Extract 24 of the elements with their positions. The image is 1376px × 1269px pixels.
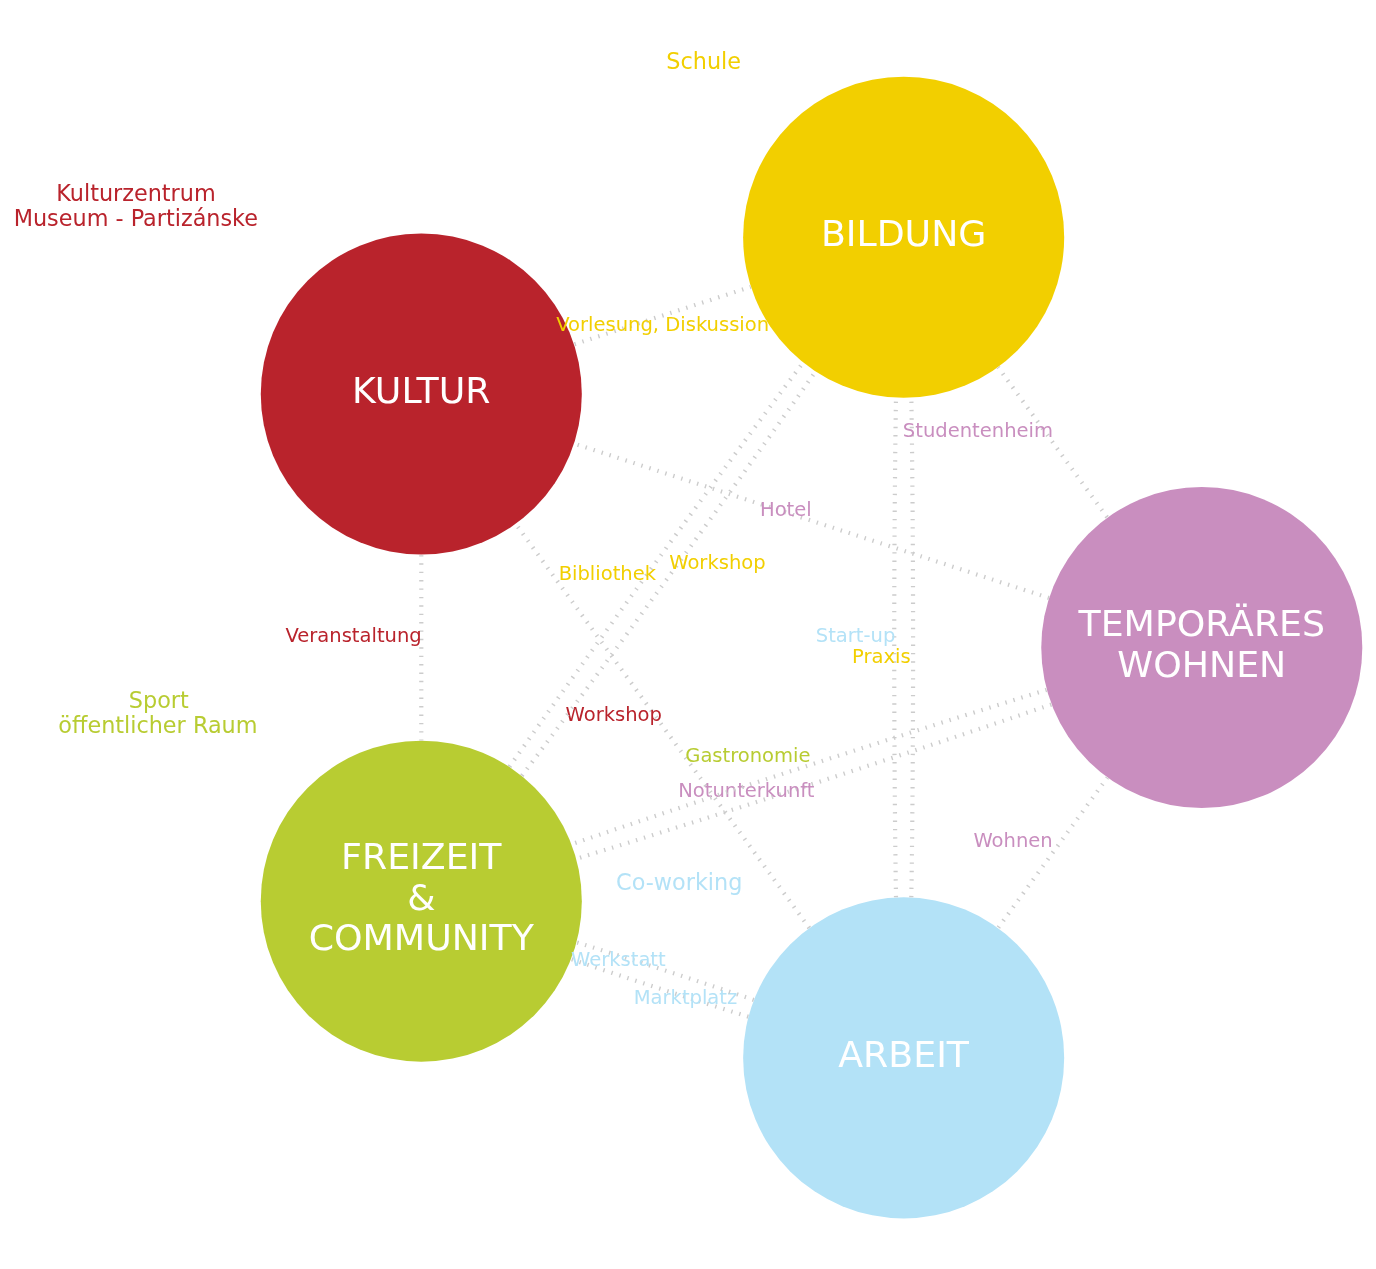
edge-label: Notunterkunft (678, 778, 815, 802)
node-label: Schule (666, 47, 742, 74)
edge-label: Wohnen (973, 828, 1053, 852)
edge-label: Studentenheim (902, 418, 1053, 442)
edge-label: Workshop (565, 702, 662, 726)
connector (419, 554, 424, 740)
connector (996, 365, 1109, 518)
node-label: Kulturzentrum (56, 179, 216, 206)
node-label: Sport (128, 686, 189, 713)
node-circle: TEMPORÄRES WOHNEN (1041, 486, 1363, 808)
edge-label: Veranstaltung (285, 623, 422, 647)
edge-label: Gastronomie (685, 743, 811, 767)
connector (996, 775, 1109, 929)
edge-label: Bibliothek (558, 561, 657, 585)
edge-label: Workshop (669, 550, 766, 574)
edge-label: Start-up (815, 623, 896, 647)
edge-label: Praxis (852, 644, 911, 668)
node-circle: ARBEIT (743, 896, 1065, 1218)
node-label: Co-working (616, 868, 743, 895)
edge-label: Hotel (759, 497, 812, 521)
connector (575, 939, 755, 1002)
edge-label: Marktplatz (633, 985, 738, 1009)
connector (570, 956, 749, 1019)
node-label: Museum - Partizánske (13, 204, 258, 231)
